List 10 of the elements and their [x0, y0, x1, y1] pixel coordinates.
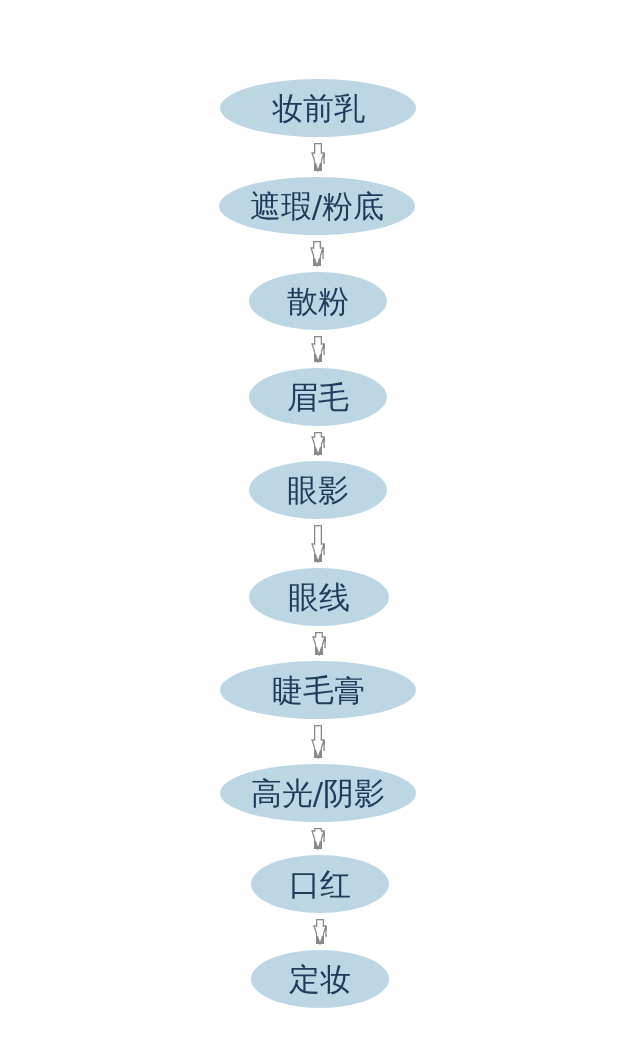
- step-label: 遮瑕/粉底: [249, 190, 385, 222]
- step-label: 高光/阴影: [250, 777, 386, 809]
- step-label: 眼线: [288, 581, 350, 613]
- step-label: 散粉: [287, 285, 349, 317]
- step-label: 眉毛: [287, 381, 349, 413]
- step-label: 口红: [289, 868, 351, 900]
- step-label: 妆前乳: [271, 92, 365, 124]
- step-label: 睫毛膏: [271, 674, 365, 706]
- step-label: 眼影: [287, 474, 349, 506]
- step-label: 定妆: [289, 963, 351, 995]
